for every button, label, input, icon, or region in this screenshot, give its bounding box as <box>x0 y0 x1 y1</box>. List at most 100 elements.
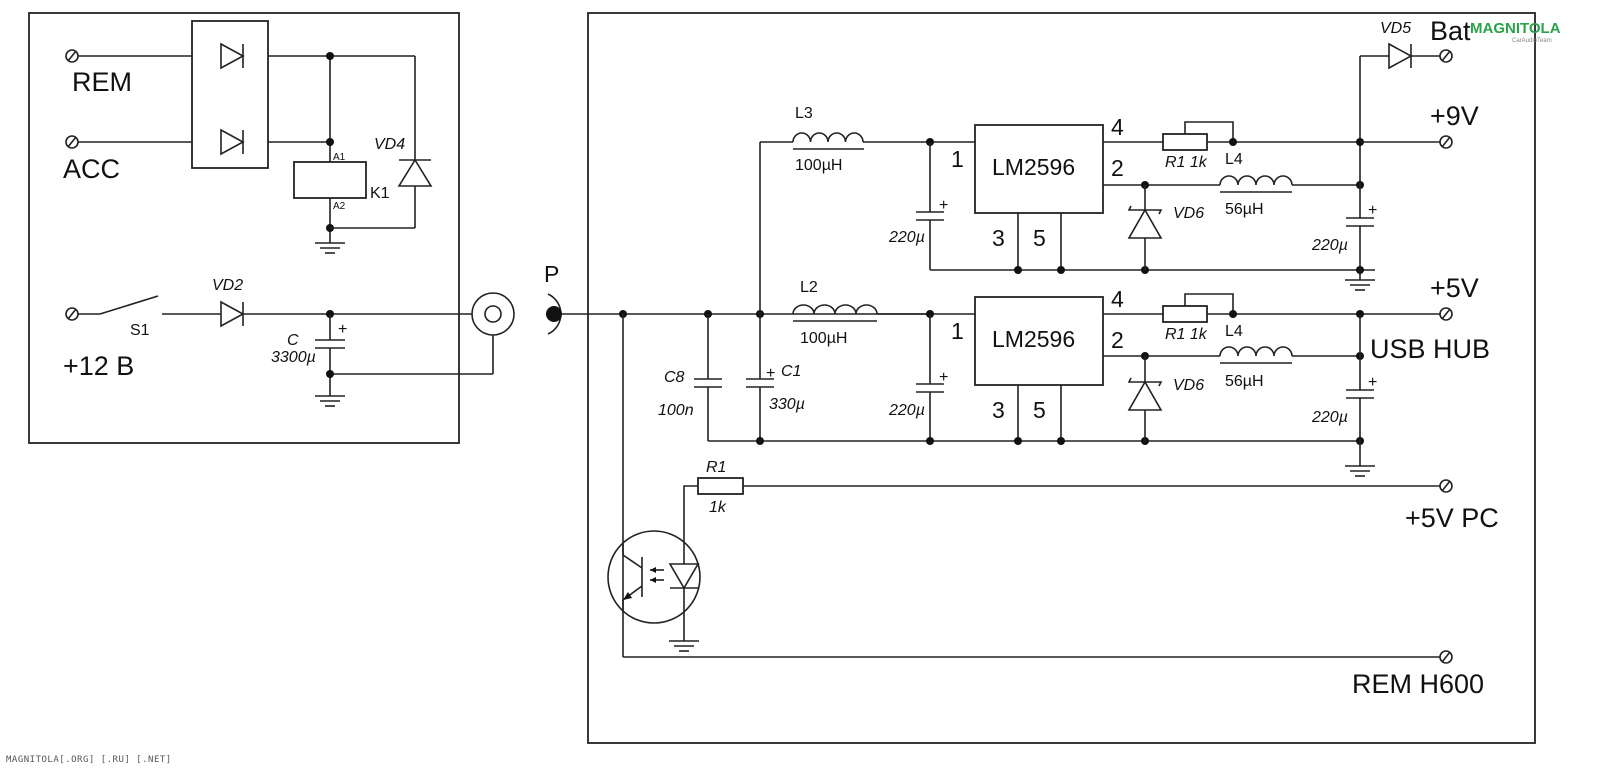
reg-bottom-pin4: 4 <box>1111 286 1124 312</box>
s1-label: S1 <box>130 322 150 339</box>
cap-in-bottom-plus: + <box>939 369 948 386</box>
regulator-top-chip <box>974 124 1104 214</box>
inductor-l2-icon <box>792 304 878 315</box>
diode-rem-icon <box>220 42 245 70</box>
resistor-r1-icon <box>683 477 1440 537</box>
reg-top-pin5: 5 <box>1033 225 1046 251</box>
l4-bottom-value: 56µH <box>1225 373 1264 390</box>
rem-h600-terminal <box>1439 650 1453 664</box>
ground-bottom-icon <box>1345 465 1375 477</box>
magnitola-watermark-logo: MAGNITOLA CarAudioTeam <box>1470 20 1561 44</box>
plus5v-pc-terminal <box>1439 479 1453 493</box>
cap-out-top-value: 220µ <box>1311 237 1348 254</box>
c1-name: C1 <box>781 363 801 380</box>
rem-terminal <box>65 49 192 63</box>
cap-out-bottom-value: 220µ <box>1311 409 1348 426</box>
c1-plus: + <box>766 365 775 382</box>
right-module-frame <box>587 12 1536 744</box>
reg-bottom-pin3: 3 <box>992 397 1005 423</box>
reg-top-r-label: R1 1k <box>1165 154 1208 171</box>
inductor-l4-bottom-icon <box>1219 346 1293 357</box>
l3-value: 100µH <box>795 157 842 174</box>
inductor-l3-icon <box>792 132 864 143</box>
diode-pair-block <box>191 20 269 169</box>
reg-bottom-chip-label: LM2596 <box>992 326 1075 352</box>
ground-top-icon <box>1345 279 1375 291</box>
c1-value: 330µ <box>769 396 805 413</box>
c8-name: C8 <box>664 369 685 386</box>
svg-text:MAGNITOLA: MAGNITOLA <box>1470 20 1561 37</box>
resistor-r-top-icon <box>1162 133 1208 151</box>
plus9v-terminal <box>1439 135 1453 149</box>
reg-top-pin2: 2 <box>1111 155 1124 181</box>
optocoupler-icon <box>607 530 701 641</box>
rem-h600-label: REM H600 <box>1352 669 1484 699</box>
reg-top-chip-label: LM2596 <box>992 154 1075 180</box>
diode-acc-icon <box>220 128 245 156</box>
l4-bottom-name: L4 <box>1225 323 1243 340</box>
relay-pin-a2: A2 <box>333 201 346 212</box>
rem-label: REM <box>72 67 132 97</box>
ground-c-icon <box>315 395 345 407</box>
coax-jack-left-icon <box>471 292 515 374</box>
diode-vd5-icon <box>1388 42 1413 70</box>
cap-in-top-value: 220µ <box>888 229 925 246</box>
l2-value: 100µH <box>800 330 847 347</box>
footer-site-text: MAGNITOLA[.ORG] [.RU] [.NET] <box>6 755 172 765</box>
capacitor-c8-icon <box>694 314 722 441</box>
l4-top-name: L4 <box>1225 151 1243 168</box>
l3-name: L3 <box>795 105 813 122</box>
cap-c-name: C <box>287 332 299 349</box>
svg-text:CarAudioTeam: CarAudioTeam <box>1512 38 1552 44</box>
vd2-label: VD2 <box>212 277 243 294</box>
relay-pin-a1: A1 <box>333 152 346 163</box>
plus5v-pc-label: +5V PC <box>1405 503 1499 533</box>
reg-bottom-pin1: 1 <box>951 318 964 344</box>
vd4-label: VD4 <box>374 136 405 153</box>
plus12-terminal <box>65 307 100 321</box>
capacitor-in-bottom-icon <box>916 314 944 441</box>
c8-value: 100n <box>658 402 694 419</box>
diode-vd6-top-icon <box>1127 185 1163 270</box>
l2-name: L2 <box>800 279 818 296</box>
ground-opto-icon <box>669 640 699 652</box>
reg-bottom-pin5: 5 <box>1033 397 1046 423</box>
vd6-top-label: VD6 <box>1173 205 1204 222</box>
vd6-bottom-label: VD6 <box>1173 377 1204 394</box>
reg-bottom-pin2: 2 <box>1111 327 1124 353</box>
diode-vd4-icon <box>397 158 433 187</box>
switch-s1-icon <box>99 295 221 315</box>
reg-top-pin3: 3 <box>992 225 1005 251</box>
cap-c-plus: + <box>338 321 347 338</box>
plus9v-label: +9V <box>1430 101 1479 131</box>
r1-name: R1 <box>706 459 726 476</box>
regulator-bottom-chip <box>974 296 1104 386</box>
diode-vd2-icon <box>220 300 245 328</box>
reg-top-pin4: 4 <box>1111 114 1124 140</box>
bat-terminal <box>1439 49 1453 63</box>
plus12-label: +12 В <box>63 351 134 381</box>
capacitor-c-icon <box>315 314 345 396</box>
left-module-frame <box>28 12 460 444</box>
acc-terminal <box>65 135 192 149</box>
cap-in-bottom-value: 220µ <box>888 402 925 419</box>
diode-vd6-bottom-icon <box>1127 356 1163 441</box>
cap-c-value: 3300µ <box>271 349 316 366</box>
capacitor-c1-icon <box>746 142 774 441</box>
capacitor-out-top-icon <box>1346 185 1374 280</box>
vd5-label: VD5 <box>1380 20 1411 37</box>
capacitor-out-bottom-icon <box>1346 314 1374 466</box>
ground-k1-icon <box>315 242 345 254</box>
relay-k1-coil <box>293 161 367 199</box>
cap-in-top-plus: + <box>939 197 948 214</box>
capacitor-in-top-icon <box>916 142 944 270</box>
connector-p-label: P <box>544 261 559 287</box>
cap-out-bottom-plus: + <box>1368 374 1377 391</box>
connector-p-icon <box>546 293 588 335</box>
plus5v-terminal <box>1439 307 1453 321</box>
acc-label: ACC <box>63 154 120 184</box>
plus5v-label: +5V <box>1430 273 1479 303</box>
reg-bottom-r-label: R1 1k <box>1165 326 1208 343</box>
cap-out-top-plus: + <box>1368 202 1377 219</box>
